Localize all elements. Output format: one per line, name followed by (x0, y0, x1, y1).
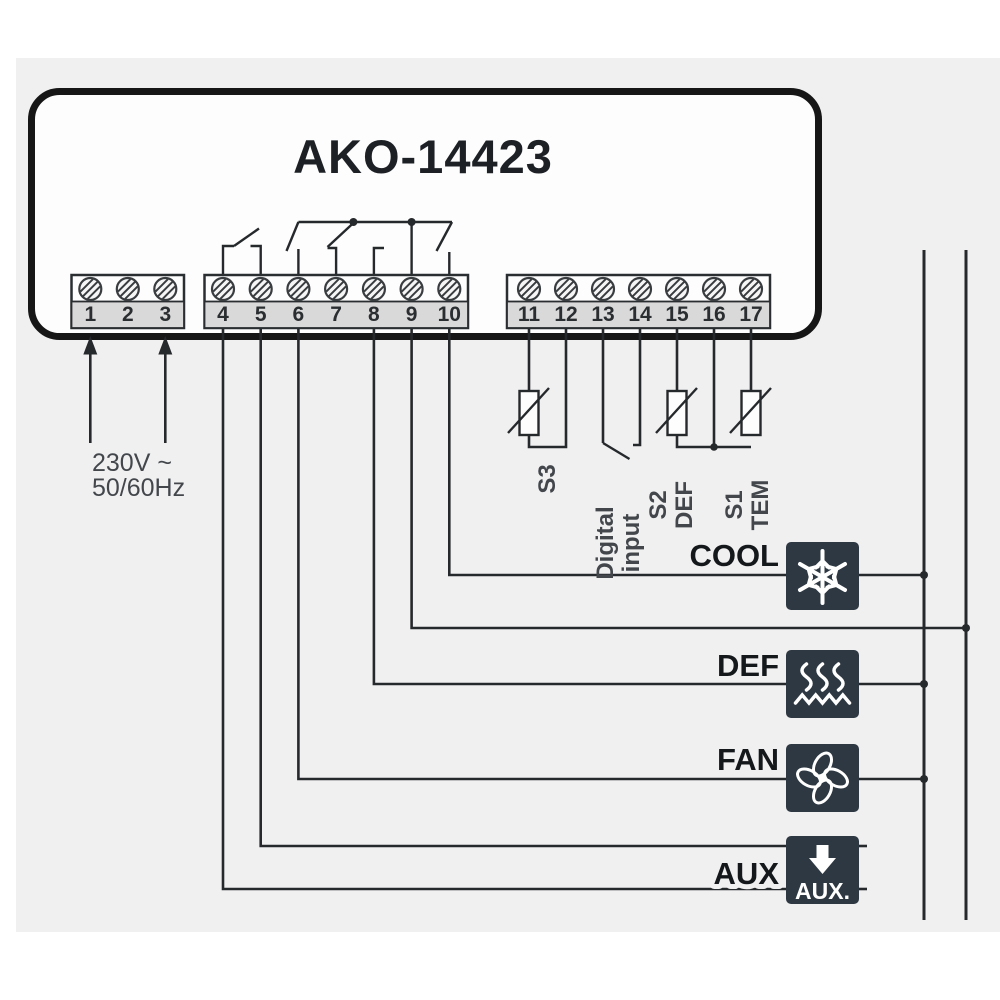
relay-contacts (221, 218, 454, 276)
sensor-s3-label: S3 (534, 464, 561, 493)
svg-text:S1: S1 (721, 490, 748, 519)
screw-terminal-icon (248, 276, 273, 302)
wire-terminal-14 (633, 327, 642, 447)
svg-text:S3: S3 (534, 464, 561, 493)
fan-output-label: FAN (717, 742, 779, 777)
svg-text:S2: S2 (645, 490, 672, 519)
svg-text:TEM: TEM (747, 480, 774, 531)
power-arrow-head-icon (158, 336, 173, 355)
aux-icon-text: AUX. (795, 878, 850, 904)
power-frequency-label: 50/60Hz (92, 474, 185, 502)
wire-terminal-12-loop (527, 327, 568, 449)
junction-dot (710, 443, 718, 451)
thermistor-strike-s3 (507, 387, 550, 434)
svg-text:input: input (618, 514, 645, 573)
screw-terminal-icon (627, 276, 653, 302)
thermistor-icon-s3 (518, 389, 540, 437)
screw-terminal-icon (153, 276, 178, 302)
terminal-8-label: 8 (368, 303, 380, 326)
junction-dot (920, 680, 928, 688)
terminal-9-label: 9 (406, 303, 418, 326)
terminal-16-label: 16 (702, 303, 725, 326)
output-wires (221, 250, 970, 920)
terminal-block-1: 1 2 3 (70, 273, 186, 330)
terminal-5-label: 5 (255, 303, 267, 326)
fan-icon (796, 751, 849, 805)
wire-terminal-5-aux (259, 327, 786, 848)
thermistor-strike-s1 (729, 387, 772, 434)
digital-input-label: Digital input (592, 506, 645, 579)
wire-terminal-10-cool (448, 327, 786, 577)
down-arrow-icon (809, 845, 836, 874)
digital-input-switch-blade (602, 441, 631, 461)
sensor-common-rail (675, 435, 751, 449)
junction-dot (920, 775, 928, 783)
aux-icon-box: AUX. (786, 836, 859, 904)
power-voltage-label: 230V ~ (92, 449, 172, 477)
terminal-15-label: 15 (665, 303, 689, 326)
terminal-17-label: 17 (739, 303, 762, 326)
svg-text:DEF: DEF (671, 481, 698, 529)
terminal-13-label: 13 (591, 303, 614, 326)
screw-terminal-icon (324, 276, 349, 302)
def-icon-box (786, 650, 859, 718)
aux-output-label: AUX (714, 856, 780, 891)
terminal-1-label: 1 (84, 303, 96, 326)
cool-output-label: COOL (689, 538, 779, 573)
screw-terminal-icon (78, 276, 103, 302)
device-model-title: AKO-14423 (293, 130, 553, 183)
terminal-4-label: 4 (217, 303, 229, 326)
thermistor-strike-s2 (655, 387, 698, 434)
wire-terminal-6-fan (297, 327, 786, 781)
screw-terminal-icon (210, 276, 236, 302)
terminal-block-3: 11 12 13 14 15 16 17 (505, 273, 772, 330)
screw-terminal-icon (437, 276, 462, 302)
screw-terminal-icon (590, 276, 616, 302)
def-output-label: DEF (717, 648, 779, 683)
terminal-3-label: 3 (159, 303, 171, 326)
screw-terminal-icon (399, 276, 424, 302)
terminal-6-label: 6 (293, 303, 305, 326)
terminal-12-label: 12 (554, 303, 577, 326)
screw-terminal-icon (738, 276, 764, 302)
svg-text:Digital: Digital (592, 506, 619, 579)
terminal-7-label: 7 (330, 303, 342, 326)
wire-terminal-8-def (372, 327, 786, 686)
heat-waves-icon (793, 662, 852, 706)
sensor-s2-label: S2 DEF (645, 481, 698, 529)
screw-terminal-icon (361, 276, 386, 302)
thermistor-icon-s2 (666, 389, 688, 437)
terminal-block-2: 4 5 6 7 8 9 10 (203, 273, 470, 330)
screw-terminal-icon (701, 276, 727, 302)
terminal-14-label: 14 (628, 303, 652, 326)
junction-dot (407, 218, 416, 226)
junction-dot (920, 571, 928, 579)
screw-terminal-icon (516, 276, 542, 302)
power-input: 230V ~ 50/60Hz (83, 336, 185, 502)
terminal-10-label: 10 (438, 303, 461, 326)
wire-terminal-9-common (410, 327, 966, 630)
power-arrow-head-icon (83, 336, 98, 355)
fan-icon-box (786, 744, 859, 812)
junction-dot (962, 624, 970, 632)
junction-dot (349, 218, 358, 226)
sensor-circuits (507, 327, 772, 461)
terminal-2-label: 2 (122, 303, 134, 326)
screw-terminal-icon (553, 276, 579, 302)
sensor-s1-label: S1 TEM (721, 480, 774, 531)
thermistor-icon-s1 (740, 389, 762, 437)
screw-terminal-icon (286, 276, 311, 302)
terminal-11-label: 11 (518, 303, 541, 326)
screw-terminal-icon (664, 276, 690, 302)
wire-terminal-4-aux (221, 327, 786, 891)
cool-icon-box (786, 542, 859, 610)
screw-terminal-icon (115, 276, 140, 302)
